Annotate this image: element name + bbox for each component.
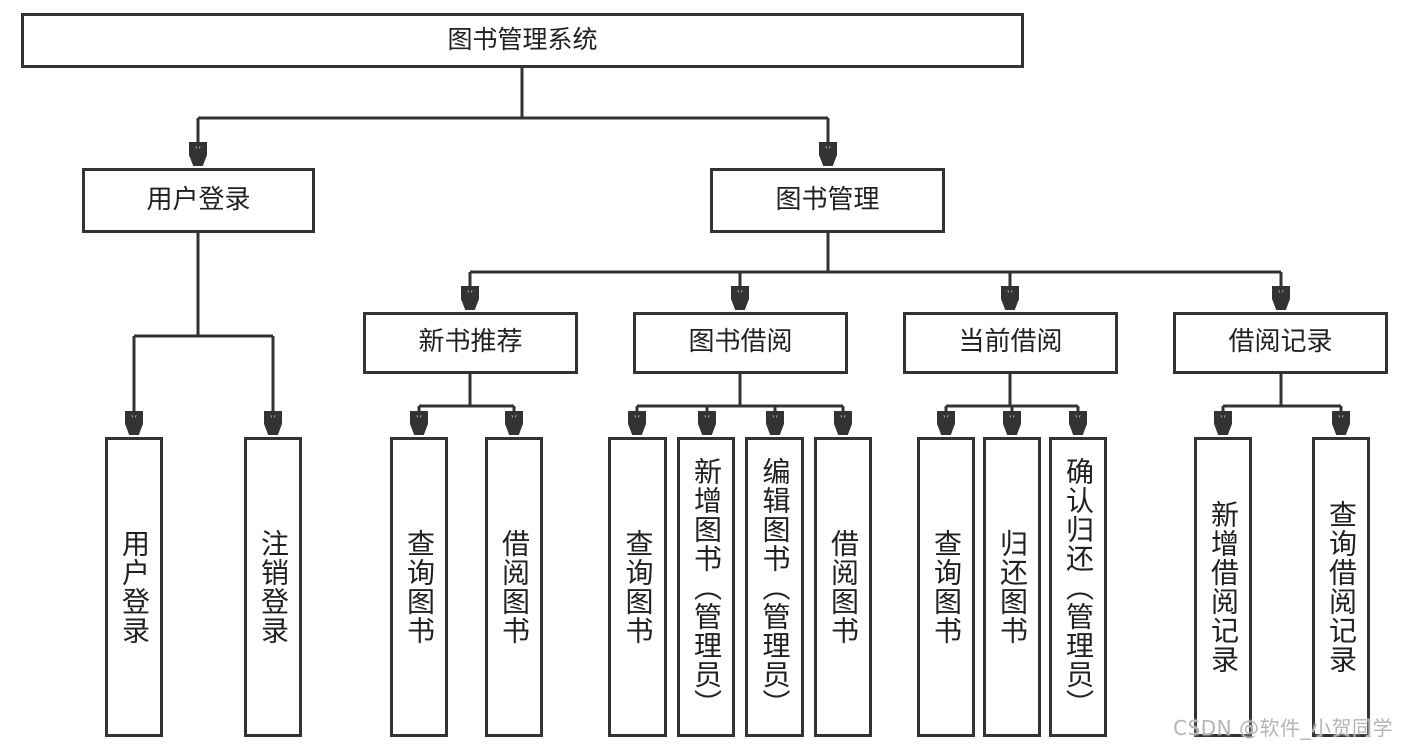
- node-current-borrowing: 当前借阅: [903, 312, 1118, 374]
- leaf-query-books-current: 查询图书: [917, 437, 975, 737]
- leaf-borrow-books: 借阅图书: [814, 437, 872, 737]
- connector-new-book-group: [419, 374, 514, 435]
- leaf-edit-books-admin: 编辑图书（管理员）: [745, 437, 804, 737]
- leaf-logout: 注销登录: [244, 437, 302, 737]
- connector-user-login-to-leaves: [134, 233, 273, 435]
- csdn-watermark: CSDN @软件_小贺同学: [1173, 716, 1393, 740]
- node-new-book-recommendation: 新书推荐: [363, 312, 578, 374]
- node-borrowing-records: 借阅记录: [1173, 312, 1388, 374]
- leaf-return-books: 归还图书: [983, 437, 1041, 737]
- connector-book-borrow-group: [637, 374, 843, 435]
- connector-root-to-level2: [198, 68, 828, 166]
- connector-borrow-records-group: [1223, 374, 1341, 435]
- leaf-confirm-return-admin: 确认归还（管理员）: [1049, 437, 1107, 737]
- node-book-borrowing: 图书借阅: [633, 312, 848, 374]
- leaf-query-borrow-record: 查询借阅记录: [1312, 437, 1370, 737]
- leaf-add-borrow-record: 新增借阅记录: [1194, 437, 1252, 737]
- leaf-query-books-recommend: 查询图书: [390, 437, 448, 737]
- connector-current-borrow-group: [946, 374, 1078, 435]
- leaf-borrow-books-recommend: 借阅图书: [485, 437, 543, 737]
- leaf-query-books-borrow: 查询图书: [608, 437, 667, 737]
- connector-book-management-to-level3: [470, 233, 1281, 310]
- leaf-add-books-admin: 新增图书（管理员）: [677, 437, 735, 737]
- leaf-user-login: 用户登录: [105, 437, 163, 737]
- node-library-management-system: 图书管理系统: [21, 13, 1024, 68]
- node-user-login: 用户登录: [82, 168, 315, 233]
- node-book-management: 图书管理: [710, 168, 945, 233]
